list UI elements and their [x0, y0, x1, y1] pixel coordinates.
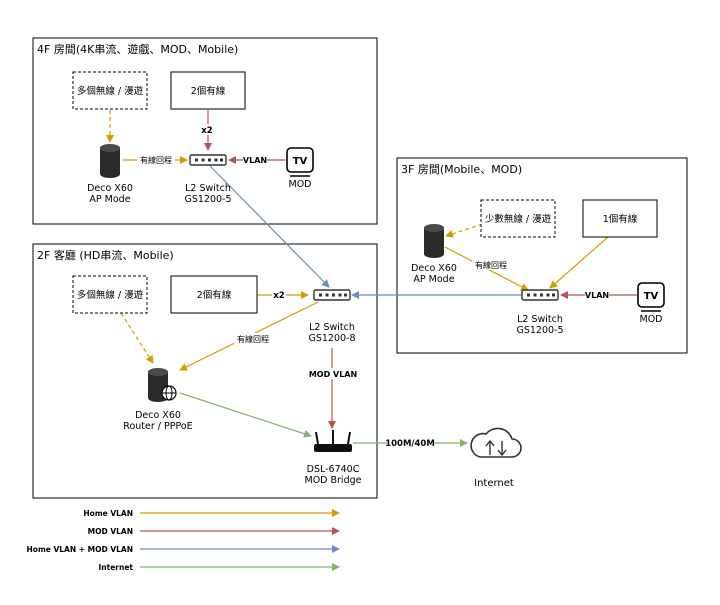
deco-3f-line1: Deco X60 — [411, 263, 457, 274]
tv-3f-icon — [637, 282, 665, 312]
globe-icon — [161, 385, 177, 401]
deco-2f-line2: Router / PPPoE — [123, 421, 192, 432]
switch-2f-line2: GS1200-8 — [308, 333, 355, 344]
edge-label-3f-backhaul: 有線回程 — [472, 259, 510, 270]
box-4f-wired-label: 2個有線 — [191, 85, 226, 97]
switch-2f: L2 Switch GS1200-8 — [308, 289, 356, 344]
box-4f-wireless: 多個無線 / 漫遊 — [72, 71, 148, 110]
modem-line1: DSL-6740C — [307, 464, 360, 475]
edge-label-mod-vlan: MOD VLAN — [309, 368, 357, 379]
deco-3f-icon — [424, 224, 444, 258]
svg-text:Home VLAN: Home VLAN — [83, 509, 133, 518]
tv-4f-label: MOD — [289, 179, 312, 190]
box-3f-wired-label: 1個有線 — [603, 213, 638, 225]
switch-3f-icon — [521, 289, 559, 301]
legend-item-both-vlan: Home VLAN + MOD VLAN — [27, 545, 340, 554]
edge-label-2f-x2: x2 — [272, 289, 286, 301]
box-2f-wireless-label: 多個無線 / 漫遊 — [77, 289, 144, 301]
internet: Internet — [470, 427, 522, 489]
box-2f-wireless: 多個無線 / 漫遊 — [72, 275, 148, 314]
edge-label-4f-vlan: VLAN — [243, 154, 267, 165]
tv-3f-label: MOD — [640, 314, 663, 325]
tv-4f: TV MOD — [286, 147, 314, 190]
svg-text:Home VLAN + MOD VLAN: Home VLAN + MOD VLAN — [27, 545, 133, 554]
edge-2f-wireless-deco — [120, 312, 154, 364]
modem-line2: MOD Bridge — [305, 475, 362, 486]
deco-2f-line1: Deco X60 — [135, 410, 181, 421]
switch-2f-icon — [313, 289, 351, 301]
box-3f-wired: 1個有線 — [582, 199, 658, 238]
switch-4f-line1: L2 Switch — [185, 183, 231, 194]
room-3f-title: 3F 房間(Mobile、MOD) — [401, 163, 522, 176]
switch-4f-line2: GS1200-5 — [184, 194, 231, 205]
edge-label-uplink: 100M/40M — [385, 437, 435, 449]
svg-text:Internet: Internet — [98, 563, 133, 572]
room-4f: 4F 房間(4K串流、遊戲、MOD、Mobile) — [32, 37, 378, 225]
deco-3f: Deco X60 AP Mode — [411, 224, 457, 285]
deco-4f-icon — [100, 144, 120, 178]
edge-label-3f-vlan: VLAN — [585, 289, 609, 300]
edge-label-2f-backhaul: 有線回程 — [234, 333, 272, 344]
switch-3f-line1: L2 Switch — [517, 314, 563, 325]
svg-text:有線回程: 有線回程 — [475, 260, 507, 270]
deco-4f: Deco X60 AP Mode — [87, 144, 133, 205]
tv-4f-icon — [286, 147, 314, 177]
switch-3f: L2 Switch GS1200-5 — [516, 289, 564, 336]
deco-4f-line2: AP Mode — [89, 194, 130, 205]
svg-text:有線回程: 有線回程 — [140, 155, 172, 165]
box-3f-wireless: 少數無線 / 漫遊 — [480, 199, 556, 238]
edge-3f-wired-switch — [549, 236, 609, 289]
svg-text:有線回程: 有線回程 — [237, 334, 269, 344]
tv-3f-badge: TV — [644, 291, 659, 302]
switch-2f-line1: L2 Switch — [309, 322, 355, 333]
switch-3f-line2: GS1200-5 — [516, 325, 563, 336]
room-2f: 2F 客廳 (HD串流、Mobile) — [32, 243, 378, 499]
svg-text:MOD VLAN: MOD VLAN — [309, 370, 357, 379]
switch-4f: L2 Switch GS1200-5 — [184, 154, 232, 205]
box-2f-wired: 2個有線 — [170, 275, 258, 314]
switch-4f-icon — [189, 154, 227, 166]
legend-item-home-vlan: Home VLAN — [83, 509, 340, 518]
internet-label: Internet — [474, 478, 514, 489]
edge-label-4f-backhaul: 有線回程 — [137, 154, 175, 165]
box-4f-wired: 2個有線 — [170, 71, 246, 110]
box-2f-wired-label: 2個有線 — [197, 289, 232, 301]
edge-2f-deco-modem — [179, 392, 312, 438]
box-3f-wireless-label: 少數無線 / 漫遊 — [485, 213, 552, 225]
svg-text:VLAN: VLAN — [243, 156, 267, 165]
tv-4f-badge: TV — [293, 156, 308, 167]
box-4f-wireless-label: 多個無線 / 漫遊 — [77, 85, 144, 97]
router-icon — [314, 430, 352, 452]
svg-text:100M/40M: 100M/40M — [385, 439, 435, 449]
svg-text:MOD VLAN: MOD VLAN — [88, 527, 133, 536]
edge-label-4f-x2: x2 — [200, 124, 214, 136]
deco-4f-line1: Deco X60 — [87, 183, 133, 194]
room-4f-title: 4F 房間(4K串流、遊戲、MOD、Mobile) — [37, 42, 238, 56]
legend-item-mod-vlan: MOD VLAN — [88, 527, 340, 536]
legend-item-internet: Internet — [98, 563, 340, 572]
deco-3f-line2: AP Mode — [413, 274, 454, 285]
cloud-icon — [470, 427, 522, 458]
modem: DSL-6740C MOD Bridge — [305, 430, 362, 486]
deco-2f: Deco X60 Router / PPPoE — [123, 368, 193, 432]
svg-text:x2: x2 — [273, 291, 284, 301]
room-3f: 3F 房間(Mobile、MOD) — [396, 157, 688, 354]
edge-4f-switch-2f-switch — [209, 165, 330, 288]
tv-3f: TV MOD — [637, 282, 665, 325]
legend: Home VLAN MOD VLAN Home VLAN + MOD VLAN … — [27, 509, 340, 572]
room-2f-title: 2F 客廳 (HD串流、Mobile) — [37, 248, 174, 262]
svg-text:VLAN: VLAN — [585, 291, 609, 300]
svg-text:x2: x2 — [201, 126, 212, 136]
